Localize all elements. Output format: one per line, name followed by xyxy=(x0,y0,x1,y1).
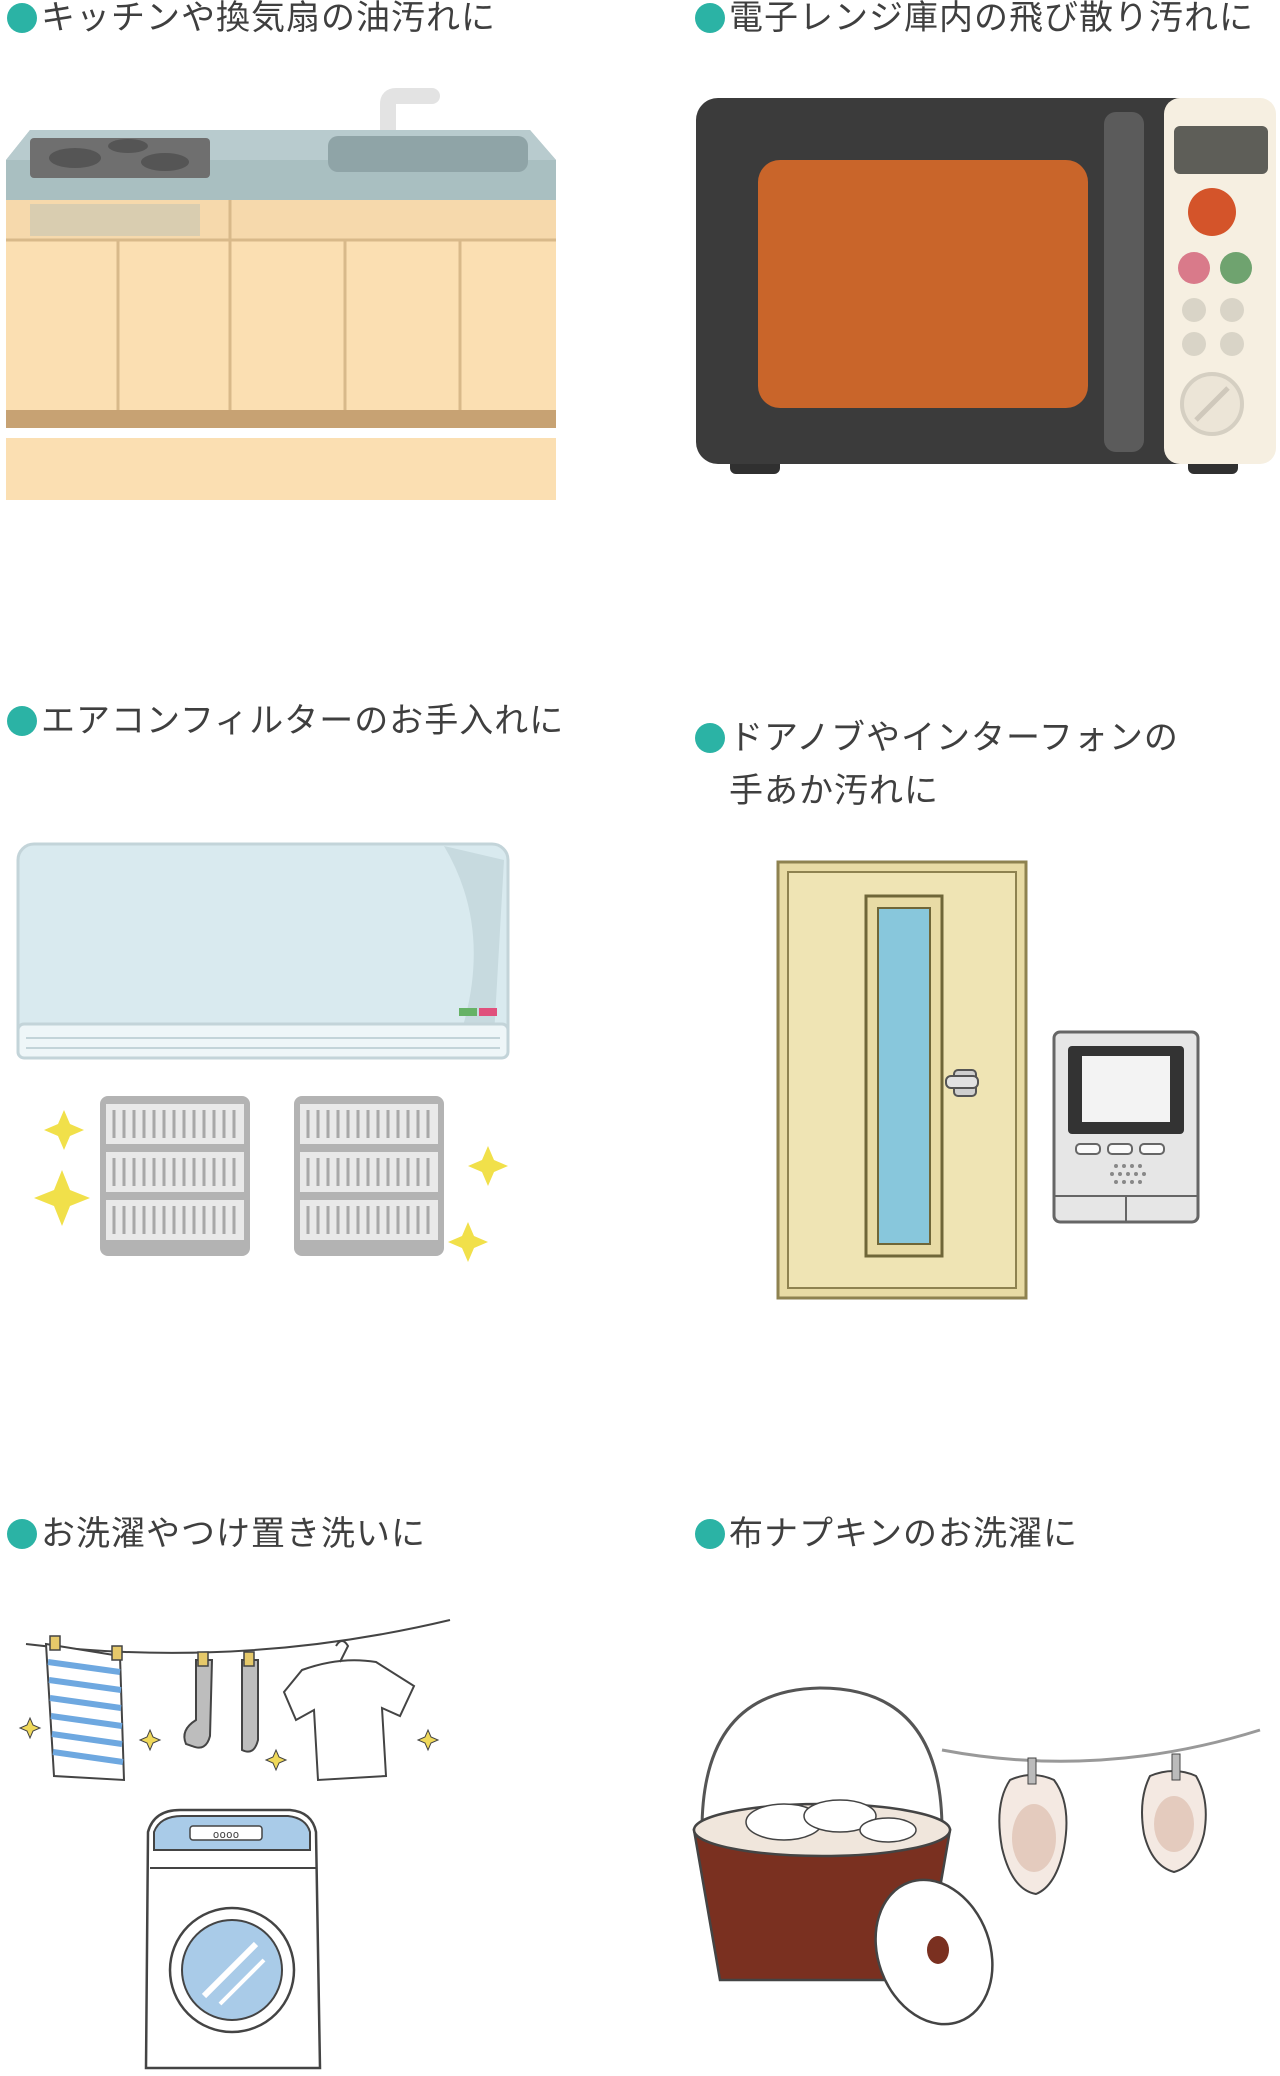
bullet-dot-icon xyxy=(695,723,725,753)
bullet-dot-icon xyxy=(7,706,37,736)
caption-cloth-napkin: 布ナプキンのお洗濯に xyxy=(695,1508,1078,1561)
air-conditioner-icon xyxy=(16,842,510,1262)
caption-line: 電子レンジ庫内の飛び散り汚れに xyxy=(729,0,1254,38)
caption-laundry: お洗濯やつけ置き洗いに xyxy=(7,1508,426,1561)
bullet-dot-icon xyxy=(695,1519,725,1549)
microwave-icon xyxy=(696,98,1276,474)
caption-air-conditioner: エアコンフィルターのお手入れに xyxy=(7,695,564,748)
caption-microwave: 電子レンジ庫内の飛び散り汚れに xyxy=(695,0,1254,45)
bullet-dot-icon xyxy=(7,3,37,33)
svg-text:oooo: oooo xyxy=(213,1828,240,1841)
caption-line: エアコンフィルターのお手入れに xyxy=(41,701,565,741)
caption-kitchen: キッチンや換気扇の油汚れに xyxy=(7,0,496,45)
bullet-dot-icon xyxy=(695,3,725,33)
laundry-icon: oooo xyxy=(18,1619,451,2070)
caption-line: ドアノブやインターフォンの xyxy=(729,718,1179,758)
caption-line: お洗濯やつけ置き洗いに xyxy=(41,1514,426,1554)
caption-door-intercom: ドアノブやインターフォンの 手あか汚れに xyxy=(695,712,1179,818)
kitchen-counter-icon xyxy=(6,88,556,500)
bullet-dot-icon xyxy=(7,1519,37,1549)
caption-line: キッチンや換気扇の油汚れに xyxy=(41,0,496,38)
cloth-napkin-icon xyxy=(692,1686,1261,2026)
caption-line: 布ナプキンのお洗濯に xyxy=(729,1514,1078,1554)
door-intercom-icon xyxy=(776,860,1200,1300)
caption-line: 手あか汚れに xyxy=(729,771,939,811)
